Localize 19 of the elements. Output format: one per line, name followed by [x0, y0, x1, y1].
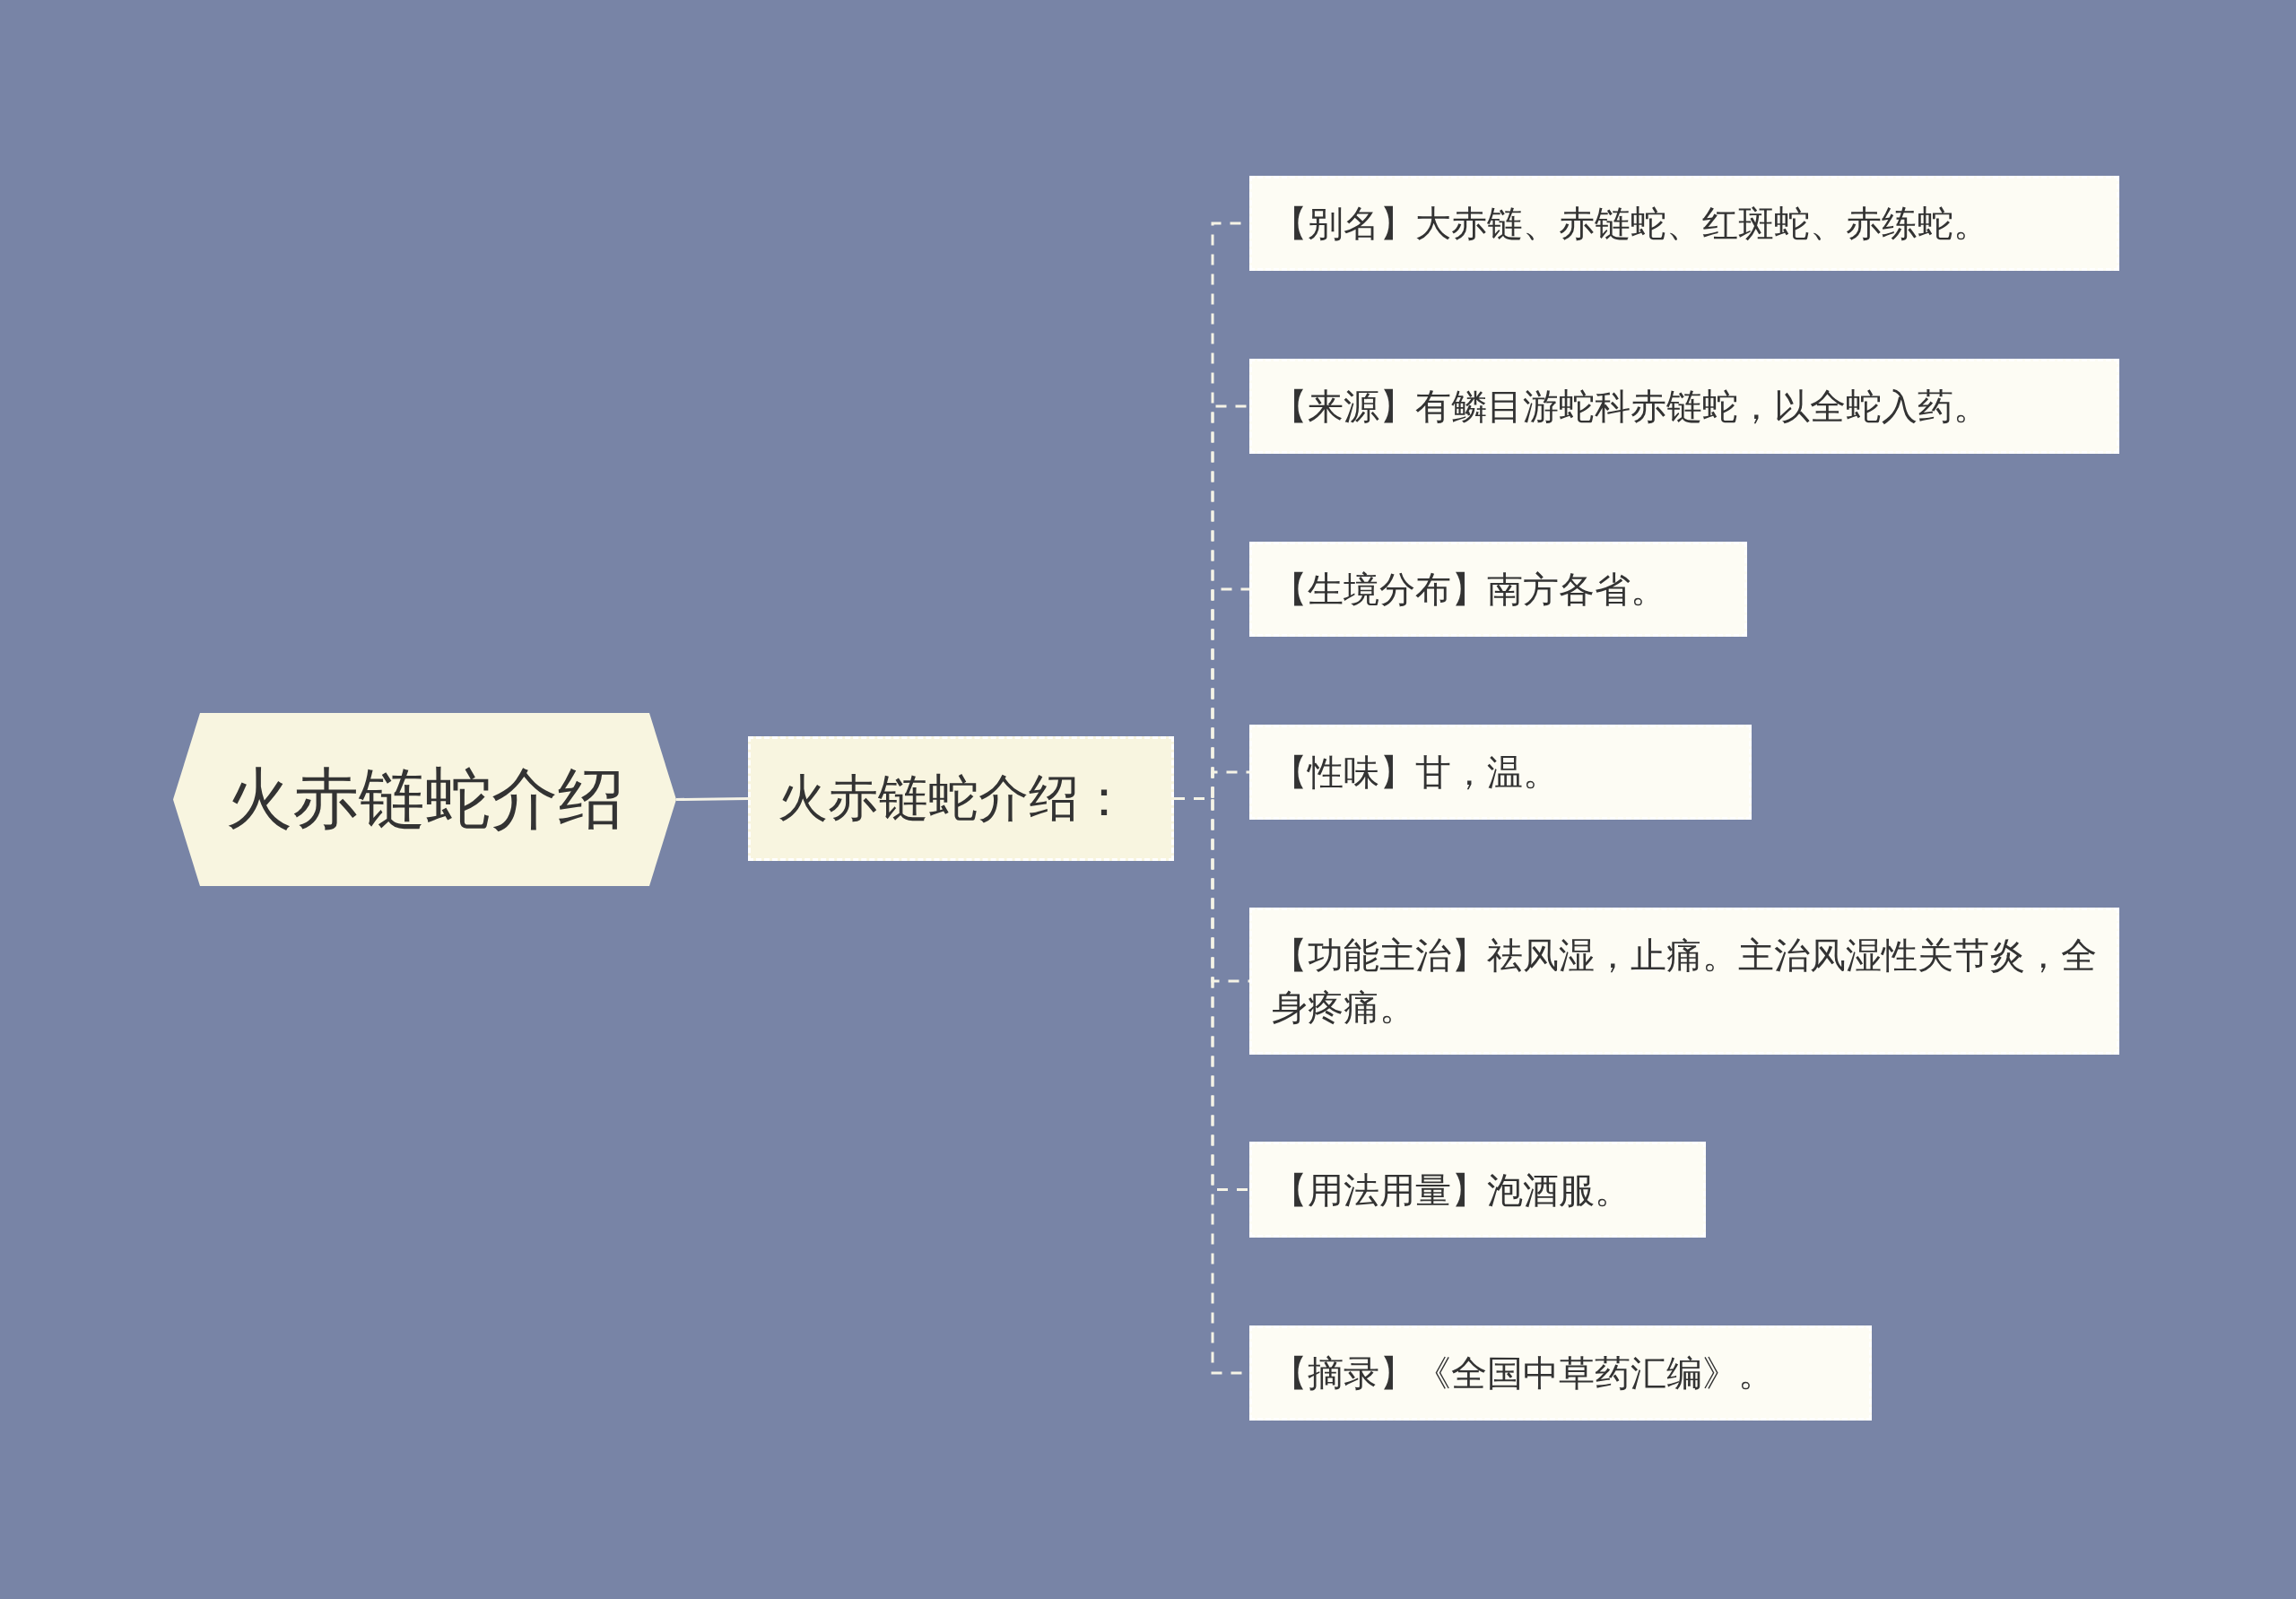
node-text: 【别名】大赤链、赤链蛇、红斑蛇、赤练蛇。: [1272, 202, 1989, 246]
node-text: 【用法用量】泡酒服。: [1272, 1168, 1631, 1212]
info-box: [1249, 176, 2119, 271]
node-text: 【生境分布】南方各省。: [1272, 568, 1666, 612]
connector-line: [675, 797, 749, 801]
info-box: [1249, 359, 2119, 454]
info-box: [1249, 1142, 1706, 1238]
node-text: 【性味】甘，温。: [1272, 751, 1559, 795]
node-text: 【来源】有鳞目游蛇科赤链蛇，以全蛇入药。: [1272, 385, 1989, 429]
info-box: [1249, 542, 1747, 637]
node-text: 火赤链蛇介绍：: [778, 767, 1129, 829]
hexagon-node: [173, 713, 676, 886]
node-text: 火赤链蛇介绍: [225, 758, 624, 839]
info-box: [1249, 908, 2119, 1055]
node-text: 【摘录】《全国中草药汇编》。: [1272, 1351, 1774, 1395]
info-box: [1249, 1325, 1872, 1421]
node-text: 【功能主治】祛风湿，止痛。主治风湿性关节炎，全身疼痛。: [1272, 934, 2097, 1030]
info-box: [1249, 725, 1752, 820]
topic-box: [748, 736, 1174, 861]
